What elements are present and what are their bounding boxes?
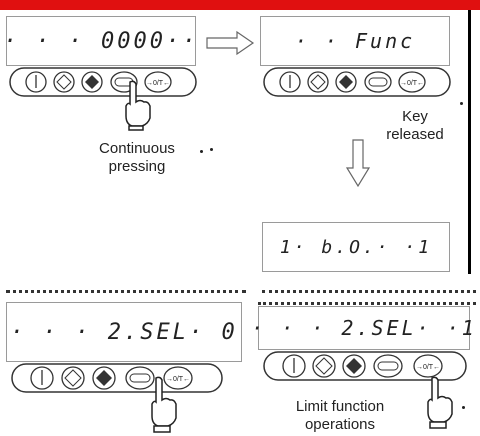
display-panel-1: · · · 0000·· bbox=[3, 16, 199, 66]
print-key-icon bbox=[335, 71, 357, 93]
power-key-icon bbox=[279, 71, 301, 93]
svg-text:→0/T←: →0/T← bbox=[400, 80, 424, 87]
arrow-key-icon bbox=[61, 366, 85, 390]
print-key-icon bbox=[81, 71, 103, 93]
right-arrow-icon bbox=[206, 30, 255, 56]
display-panel-3: 1· b.O.· ·1 bbox=[262, 222, 450, 272]
dotted-separator bbox=[6, 290, 246, 293]
arrow-key-icon bbox=[312, 354, 336, 378]
svg-text:→0/T←: →0/T← bbox=[416, 364, 440, 371]
stray-dot bbox=[460, 102, 463, 105]
display-readout-1: · · · 0000·· bbox=[3, 28, 199, 54]
display-readout-3: 1· b.O.· ·1 bbox=[279, 236, 433, 258]
pressing-finger-icon bbox=[151, 376, 177, 433]
power-key-icon bbox=[282, 354, 306, 378]
dotted-separator bbox=[262, 290, 476, 293]
keypad-2: →0/T← bbox=[263, 67, 451, 97]
svg-text:→0/T←: →0/T← bbox=[166, 376, 190, 383]
keypad-4: →0/T← bbox=[11, 363, 223, 393]
zero-tare-key-icon: →0/T← bbox=[144, 71, 172, 93]
display-readout-2: · · Func bbox=[294, 29, 416, 53]
key-released-caption-line1: Key bbox=[402, 108, 428, 125]
down-arrow-icon bbox=[345, 139, 371, 188]
continuous-caption-line1: Continuous bbox=[99, 140, 175, 157]
zero-tare-key-icon: →0/T← bbox=[413, 354, 443, 378]
zero-tare-key-icon: →0/T← bbox=[163, 366, 193, 390]
print-key-icon bbox=[342, 354, 366, 378]
dotted-separator bbox=[258, 302, 476, 305]
arrow-key-icon bbox=[307, 71, 329, 93]
continuous-caption-line2: pressing bbox=[108, 158, 166, 175]
stray-dot bbox=[462, 406, 465, 409]
key-released-caption-line2: released bbox=[386, 126, 444, 143]
top-red-bar bbox=[0, 0, 480, 10]
display-panel-5: · · · 2.SEL· ·1 bbox=[251, 306, 477, 350]
limit-caption-line1: Limit function bbox=[295, 398, 385, 415]
display-readout-5: · · · 2.SEL· ·1 bbox=[251, 316, 477, 340]
stray-dot bbox=[200, 150, 203, 153]
display-panel-2: · · Func bbox=[260, 16, 450, 66]
function-key-icon bbox=[364, 71, 392, 93]
function-key-icon bbox=[125, 366, 155, 390]
print-key-icon bbox=[92, 366, 116, 390]
pressing-finger-icon bbox=[427, 376, 453, 429]
keypad-1: →0/T← bbox=[9, 67, 197, 97]
zero-tare-key-icon: →0/T← bbox=[398, 71, 426, 93]
stray-dot bbox=[210, 148, 213, 151]
display-panel-4: · · · 2.SEL· 0 bbox=[6, 302, 242, 362]
power-key-icon bbox=[25, 71, 47, 93]
function-key-icon bbox=[373, 354, 403, 378]
keypad-5: →0/T← bbox=[263, 351, 467, 381]
power-key-icon bbox=[30, 366, 54, 390]
svg-text:→0/T←: →0/T← bbox=[146, 80, 170, 87]
pressing-finger-icon bbox=[125, 80, 151, 131]
arrow-key-icon bbox=[53, 71, 75, 93]
divider-line bbox=[468, 10, 471, 274]
limit-caption-line2: operations bbox=[304, 416, 376, 433]
display-readout-4: · · · 2.SEL· 0 bbox=[10, 319, 238, 345]
